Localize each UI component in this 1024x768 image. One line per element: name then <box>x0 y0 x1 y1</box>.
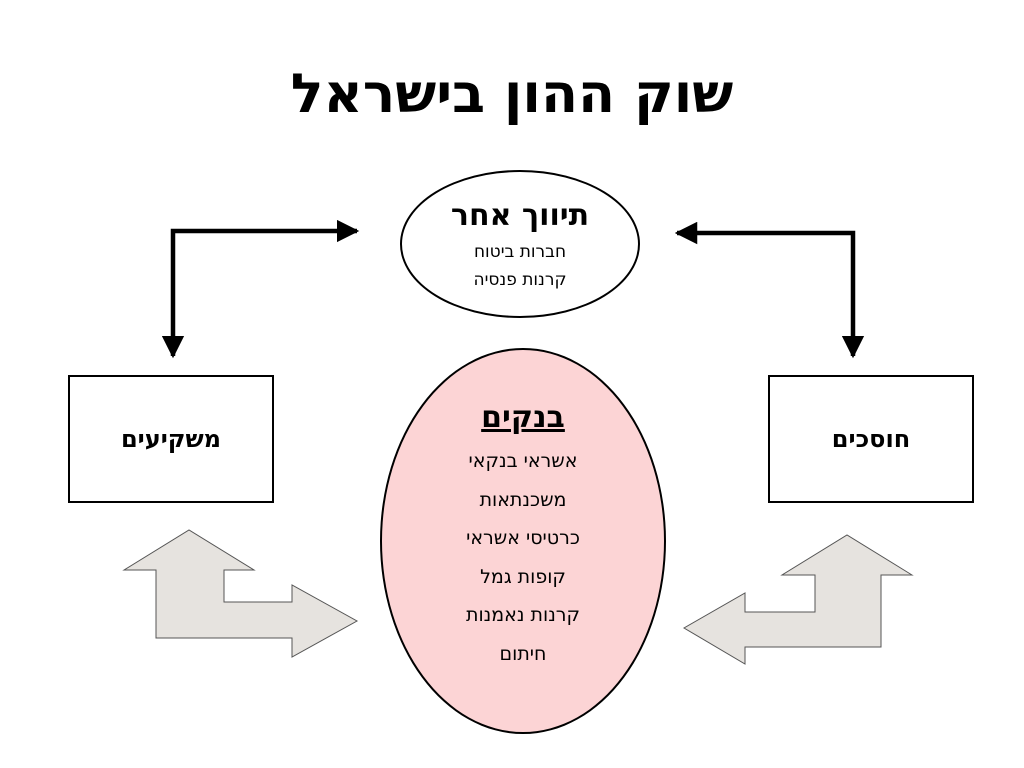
banks-item: קרנות נאמנות <box>466 604 580 626</box>
other-intermediation-list: חברות ביטוח קרנות פנסיה <box>473 238 566 294</box>
flow-arrow-savers-banks <box>683 534 914 665</box>
banks-item: קופות גמל <box>480 565 566 588</box>
banks-item: חיתום <box>499 642 547 665</box>
savers-label: חוסכים <box>831 425 911 453</box>
flow-arrow-investors-banks <box>122 529 359 658</box>
connector-savers-other <box>674 221 865 359</box>
banks-item: כרטיסי אשראי <box>466 527 580 549</box>
savers-box: חוסכים <box>768 375 974 503</box>
banks-list: אשראי בנקאי משכנתאות כרטיסי אשראי קופות … <box>466 442 580 673</box>
banks-heading: בנקים <box>481 400 565 435</box>
investors-label: משקיעים <box>120 425 222 453</box>
connector-investors-other <box>161 219 360 359</box>
other-intermediation-node: תיווך אחר חברות ביטוח קרנות פנסיה <box>400 170 640 318</box>
other-intermediation-heading: תיווך אחר <box>450 198 590 233</box>
banks-item: משכנתאות <box>479 488 567 511</box>
investors-box: משקיעים <box>68 375 274 503</box>
other-intermediation-item: קרנות פנסיה <box>473 270 567 290</box>
other-intermediation-item: חברות ביטוח <box>473 242 567 262</box>
banks-item: אשראי בנקאי <box>468 450 578 472</box>
banks-node: בנקים אשראי בנקאי משכנתאות כרטיסי אשראי … <box>380 348 666 734</box>
slide-title: שוק ההון בישראל <box>290 62 734 125</box>
